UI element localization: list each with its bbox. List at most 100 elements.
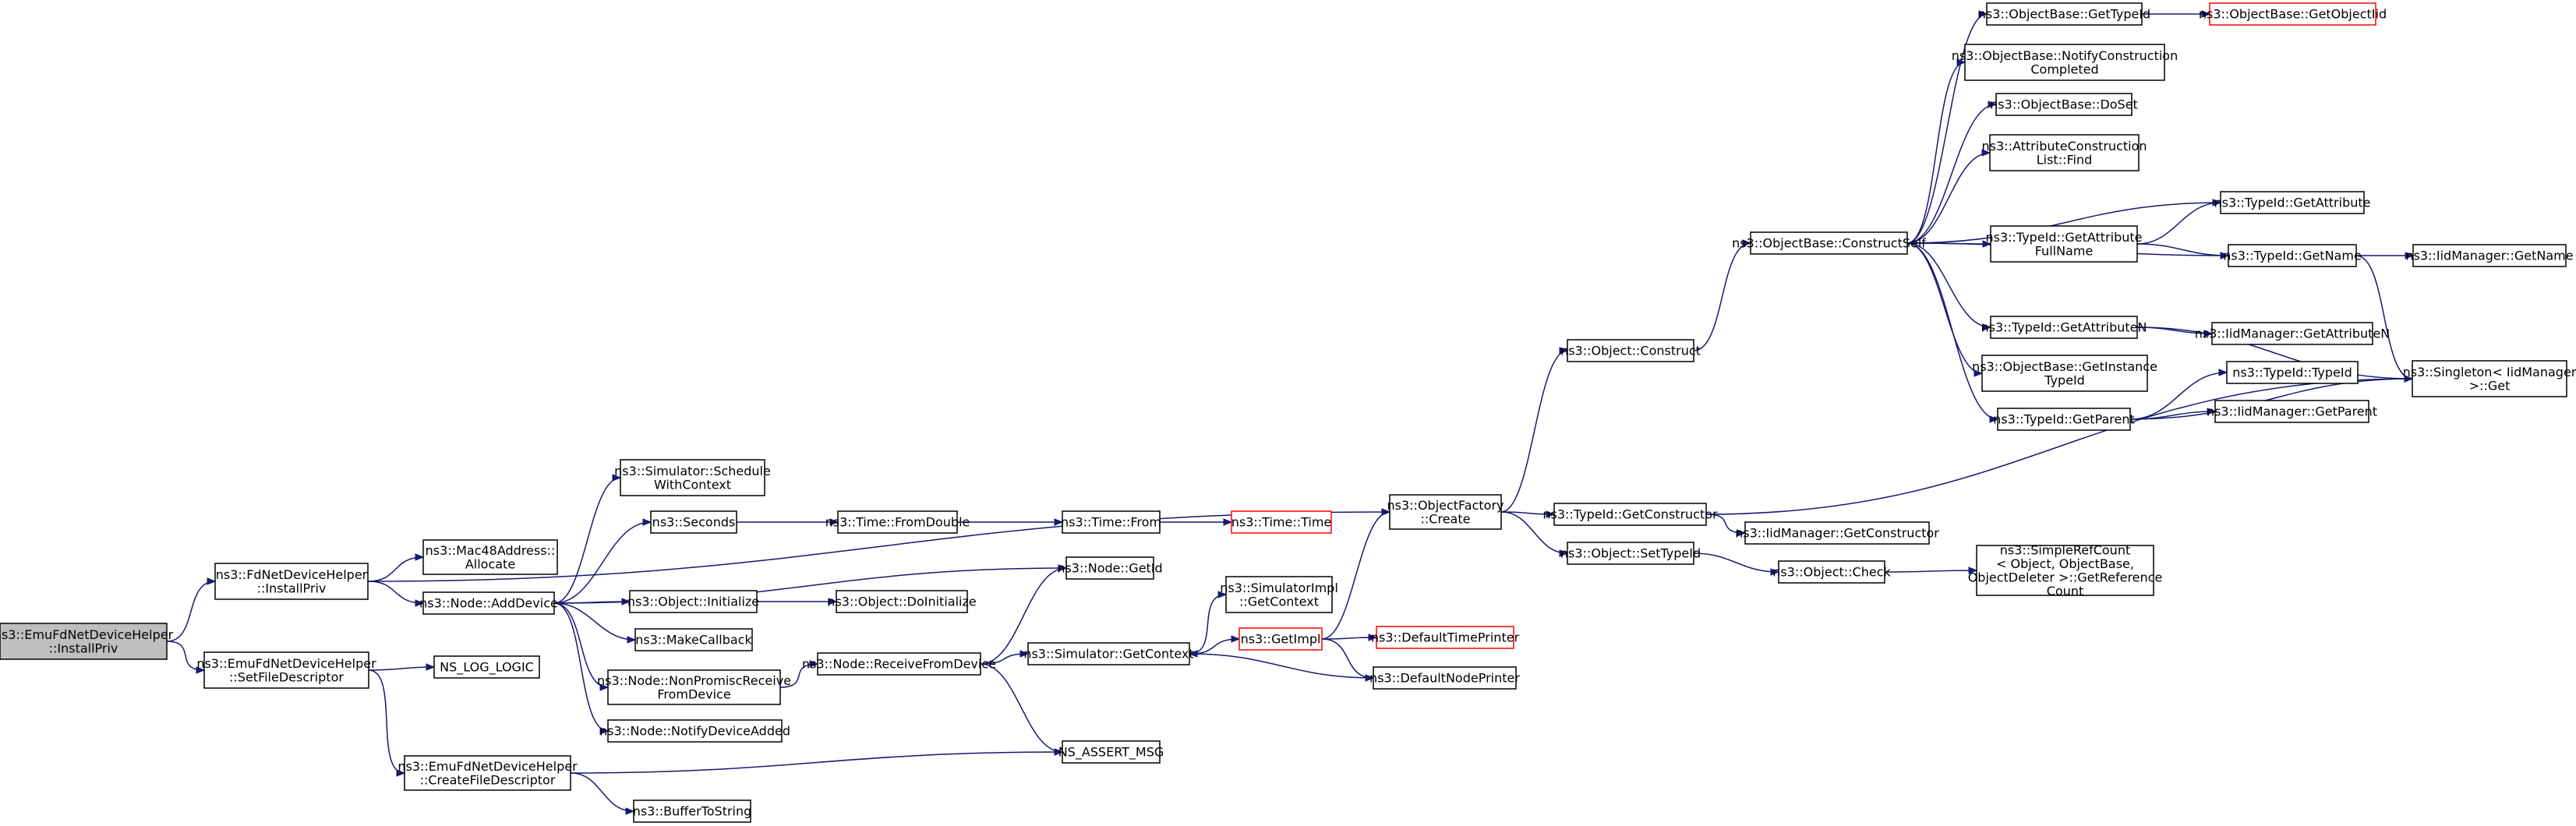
arrowhead-icon <box>1019 650 1030 658</box>
node-iid-get-parent[interactable]: ns3::IidManager::GetParent <box>2207 400 2377 423</box>
node-label-line: ns3::BufferToString <box>633 804 752 819</box>
node-default-node-printer[interactable]: ns3::DefaultNodePrinter <box>1369 666 1520 690</box>
node-label-line: ObjectDeleter >::GetReference <box>1968 570 2163 584</box>
node-label-line: ns3::IidManager::GetParent <box>2207 404 2377 419</box>
node-sim-impl-get-context[interactable]: ns3::SimulatorImpl::GetContext <box>1220 576 1338 613</box>
arrowhead-icon <box>1770 568 1780 576</box>
node-ns-log-logic[interactable]: NS_LOG_LOGIC <box>433 655 540 679</box>
node-label-line: ns3::TypeId::GetParent <box>1993 412 2135 427</box>
node-get-context[interactable]: ns3::Simulator::GetContext <box>1023 642 1194 665</box>
node-time-from[interactable]: ns3::Time::From <box>1061 510 1161 534</box>
node-label-line: ns3::ObjectBase::GetObjectIid <box>2199 7 2387 22</box>
node-get-object-iid[interactable]: ns3::ObjectBase::GetObjectIid <box>2199 2 2387 26</box>
node-add-device[interactable]: ns3::Node::AddDevice <box>419 591 558 615</box>
node-type-id-type-id[interactable]: ns3::TypeId::TypeId <box>2226 361 2359 384</box>
node-label-line: ns3::IidManager::GetAttributeN <box>2195 327 2390 341</box>
node-label-line: ::InstallPriv <box>49 641 118 655</box>
node-label-line: ns3::TypeId::GetName <box>2223 249 2362 263</box>
arrowhead-icon <box>627 636 637 644</box>
node-label-line: ns3::Time::Time <box>1231 515 1332 530</box>
node-label-line: ::InstallPriv <box>257 581 327 595</box>
node-label-line: ns3::Simulator::Schedule <box>614 464 771 478</box>
node-label-line: ns3::EmuFdNetDeviceHelper <box>0 627 174 642</box>
node-label-line: ns3::ObjectFactory <box>1387 498 1504 513</box>
node-singleton-get[interactable]: ns3::Singleton< IidManager>::Get <box>2403 360 2576 397</box>
call-edge-obj-construct-to-construct-self <box>1693 239 1752 351</box>
node-ns-assert-msg[interactable]: NS_ASSERT_MSG <box>1058 740 1164 764</box>
node-label-line: ns3::Object::Construct <box>1560 344 1701 358</box>
node-receive-from-device[interactable]: ns3::Node::ReceiveFromDevice <box>802 652 996 676</box>
node-buffer-to-string[interactable]: ns3::BufferToString <box>633 800 752 823</box>
node-obj-factory-create[interactable]: ns3::ObjectFactory::Create <box>1387 494 1504 530</box>
node-default-time-printer[interactable]: ns3::DefaultTimePrinter <box>1371 626 1520 649</box>
node-obj-initialize[interactable]: ns3::Object::Initialize <box>627 590 759 613</box>
node-label-line: ns3::FdNetDeviceHelper <box>216 567 368 582</box>
node-get-impl[interactable]: ns3::GetImpl <box>1239 627 1323 651</box>
node-obj-set-type-id[interactable]: ns3::Object::SetTypeId <box>1560 542 1701 565</box>
node-label-line: ns3::DefaultNodePrinter <box>1369 671 1520 686</box>
arrowhead-icon <box>1381 508 1391 516</box>
node-create-file-desc[interactable]: ns3::EmuFdNetDeviceHelper::CreateFileDes… <box>398 755 578 791</box>
node-seconds[interactable]: ns3::Seconds <box>650 510 737 534</box>
call-edge-receive-from-device-to-node-get-id <box>980 564 1068 665</box>
node-simple-ref-count[interactable]: ns3::SimpleRefCount< Object, ObjectBase,… <box>1968 542 2163 598</box>
arrowhead-icon <box>426 663 436 671</box>
node-fd-install-priv[interactable]: ns3::FdNetDeviceHelper::InstallPriv <box>214 563 369 600</box>
node-iid-get-attribute-n[interactable]: ns3::IidManager::GetAttributeN <box>2195 322 2390 345</box>
arrowhead-icon <box>612 474 622 482</box>
node-label-line: Completed <box>2030 62 2098 76</box>
node-from-double[interactable]: ns3::Time::FromDouble <box>825 510 970 534</box>
node-construct-self[interactable]: ns3::ObjectBase::ConstructSelf <box>1732 231 1926 255</box>
node-make-callback[interactable]: ns3::MakeCallback <box>634 628 753 651</box>
node-iid-get-constructor[interactable]: ns3::IidManager::GetConstructor <box>1735 521 1939 545</box>
arrowhead-icon <box>1546 510 1556 518</box>
node-label-line: ns3::DefaultTimePrinter <box>1371 630 1520 645</box>
call-edge-add-device-to-schedule-with-context <box>553 474 622 604</box>
node-type-id-get-constructor[interactable]: ns3::TypeId::GetConstructor <box>1542 503 1718 526</box>
node-label-line: ns3::Object::Initialize <box>627 595 759 609</box>
call-edge-set-file-desc-to-create-file-desc <box>368 669 406 777</box>
call-edge-get-parent-to-type-id-type-id <box>2129 369 2228 420</box>
node-label-line: ns3::MakeCallback <box>635 633 752 648</box>
node-get-type-id[interactable]: ns3::ObjectBase::GetTypeId <box>1978 2 2150 26</box>
node-notify-construction[interactable]: ns3::ObjectBase::NotifyConstructionCompl… <box>1952 44 2178 81</box>
node-get-parent[interactable]: ns3::TypeId::GetParent <box>1993 408 2135 431</box>
arrowhead-icon <box>1559 347 1569 355</box>
node-mac48-alloc[interactable]: ns3::Mac48Address::Allocate <box>422 539 558 575</box>
call-edge-obj-factory-create-to-type-id-get-constructor <box>1500 510 1556 518</box>
node-label-line: ns3::IidManager::GetConstructor <box>1735 526 1939 541</box>
node-do-set[interactable]: ns3::ObjectBase::DoSet <box>1990 93 2138 116</box>
node-get-attribute-n[interactable]: ns3::TypeId::GetAttributeN <box>1981 316 2147 339</box>
arrowhead-icon <box>415 599 425 607</box>
node-label-line: ns3::Singleton< IidManager <box>2403 365 2576 379</box>
node-label-line: ns3::Mac48Address:: <box>426 543 556 558</box>
node-label-line: ns3::Node::ReceiveFromDevice <box>802 657 996 672</box>
arrowhead-icon <box>1368 634 1378 641</box>
call-edge-non-promisc-to-receive-from-device <box>779 660 819 688</box>
arrowhead-icon <box>2218 369 2228 376</box>
node-obj-construct[interactable]: ns3::Object::Construct <box>1560 339 1701 362</box>
node-label-line: ns3::ObjectBase::GetInstance <box>1972 359 2157 374</box>
arrowhead-icon <box>625 807 635 815</box>
node-time-time[interactable]: ns3::Time::Time <box>1231 510 1332 534</box>
node-root[interactable]: ns3::EmuFdNetDeviceHelper::InstallPriv <box>0 623 174 660</box>
node-type-id-get-attribute[interactable]: ns3::TypeId::GetAttribute <box>2214 191 2371 214</box>
node-do-initialize[interactable]: ns3::Object::DoInitialize <box>827 590 977 613</box>
call-edge-receive-from-device-to-get-context <box>980 650 1030 665</box>
node-set-file-desc[interactable]: ns3::EmuFdNetDeviceHelper::SetFileDescri… <box>196 651 376 689</box>
node-label-line: ns3::TypeId::GetAttribute <box>1985 230 2142 245</box>
node-type-id-get-name[interactable]: ns3::TypeId::GetName <box>2223 244 2362 267</box>
call-edge-get-context-to-get-impl <box>1189 635 1241 655</box>
node-iid-get-name[interactable]: ns3::IidManager::GetName <box>2405 244 2574 267</box>
node-obj-check[interactable]: ns3::Object::Check <box>1772 560 1892 584</box>
call-edge-time-from-to-time-time <box>1160 518 1233 526</box>
node-node-get-id[interactable]: ns3::Node::GetId <box>1057 556 1163 580</box>
node-notify-device-added[interactable]: ns3::Node::NotifyDeviceAdded <box>599 719 790 743</box>
